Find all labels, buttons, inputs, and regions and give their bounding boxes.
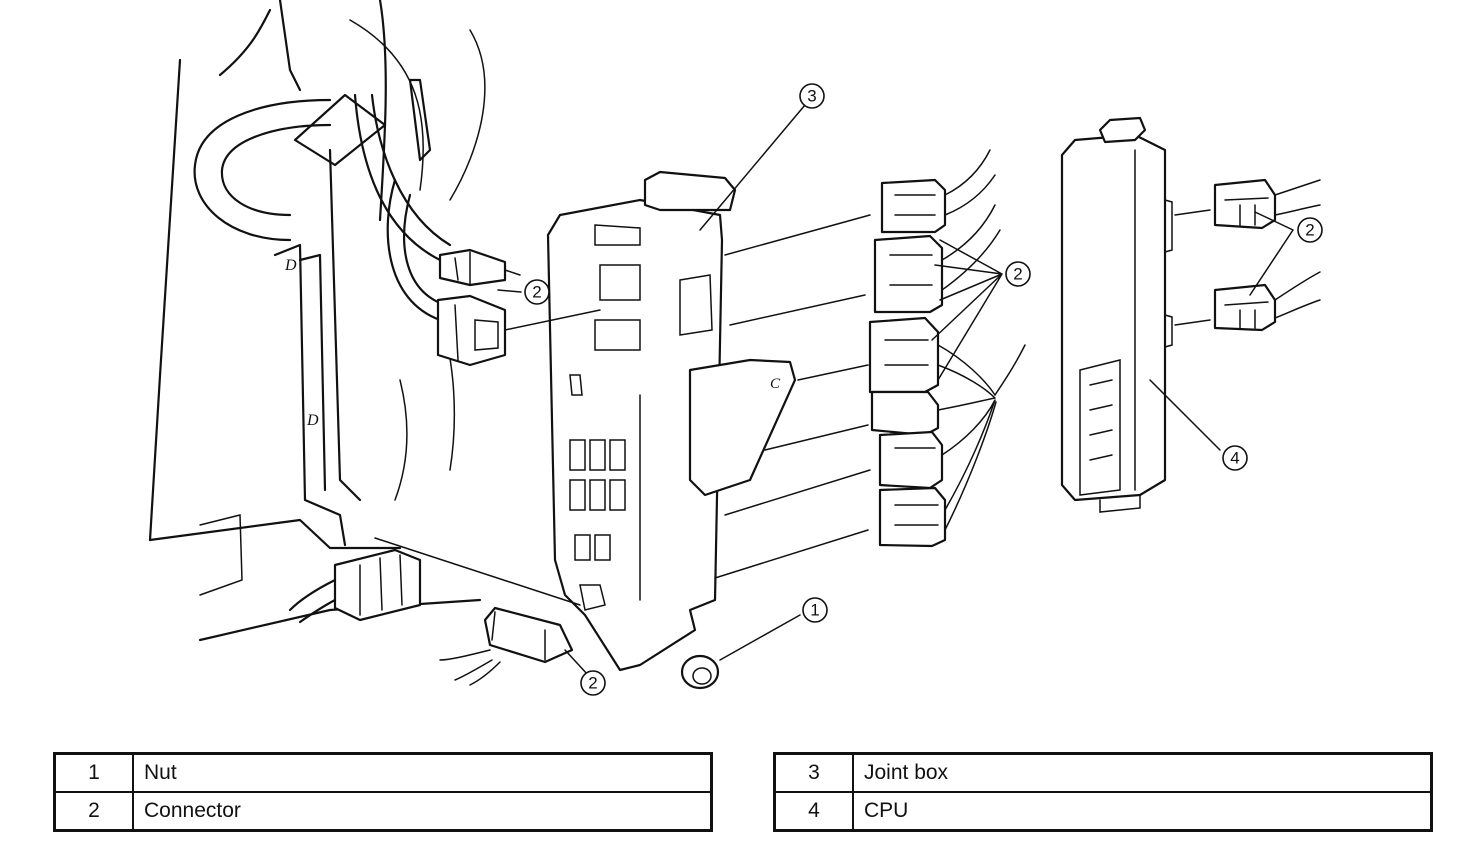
legend-number: 1 — [53, 752, 134, 793]
callout-2-right: 2 — [1297, 217, 1323, 243]
callout-4: 4 — [1222, 445, 1248, 471]
svg-text:3: 3 — [807, 87, 816, 106]
svg-text:D: D — [306, 412, 319, 429]
legend-number: 3 — [773, 752, 854, 793]
svg-text:D: D — [284, 257, 297, 274]
svg-text:4: 4 — [1230, 449, 1239, 468]
svg-text:2: 2 — [588, 674, 597, 693]
wire-harness — [193, 93, 452, 322]
callout-3: 3 — [799, 83, 825, 109]
leader-lines — [374, 209, 1211, 606]
legend-number: 4 — [773, 791, 854, 832]
callout-2-left: 2 — [524, 279, 550, 305]
vehicle-body-panel — [148, 0, 486, 642]
callout-1: 1 — [802, 597, 828, 623]
connector-right-lower — [1213, 271, 1321, 332]
legend-label: Joint box — [852, 752, 1433, 793]
connector-column — [868, 149, 1026, 548]
legend-label: CPU — [852, 791, 1433, 832]
cpu-illustration — [1060, 116, 1173, 513]
svg-text:2: 2 — [532, 283, 541, 302]
connector-bottom-center — [439, 606, 574, 686]
svg-text:1: 1 — [810, 601, 819, 620]
legend-table-right: 3 Joint box 4 CPU — [773, 752, 1433, 832]
svg-text:2: 2 — [1013, 265, 1022, 284]
connector-right-upper — [1213, 178, 1321, 230]
callout-2-bottom: 2 — [580, 670, 606, 696]
nut-illustration — [680, 654, 720, 690]
connector-bottom-left — [288, 548, 422, 624]
connector-left-lower — [436, 294, 507, 367]
legend-row: 3 Joint box — [773, 752, 1433, 793]
mounting-bracket: D D — [273, 148, 362, 547]
legend-row: 4 CPU — [773, 791, 1433, 832]
legend-number: 2 — [53, 791, 134, 832]
legend-row: 2 Connector — [53, 791, 713, 832]
legend-table-left: 1 Nut 2 Connector — [53, 752, 713, 832]
connector-left-upper — [438, 248, 507, 287]
svg-text:2: 2 — [1305, 221, 1314, 240]
joint-box-exploded-diagram: D D — [148, 0, 1323, 696]
legend-label: Nut — [132, 752, 713, 793]
legend-row: 1 Nut — [53, 752, 713, 793]
callout-2-column: 2 — [1005, 261, 1031, 287]
joint-box-illustration: C — [546, 170, 797, 672]
legend-label: Connector — [132, 791, 713, 832]
svg-text:C: C — [770, 376, 781, 392]
callout-leaders — [497, 104, 1294, 676]
